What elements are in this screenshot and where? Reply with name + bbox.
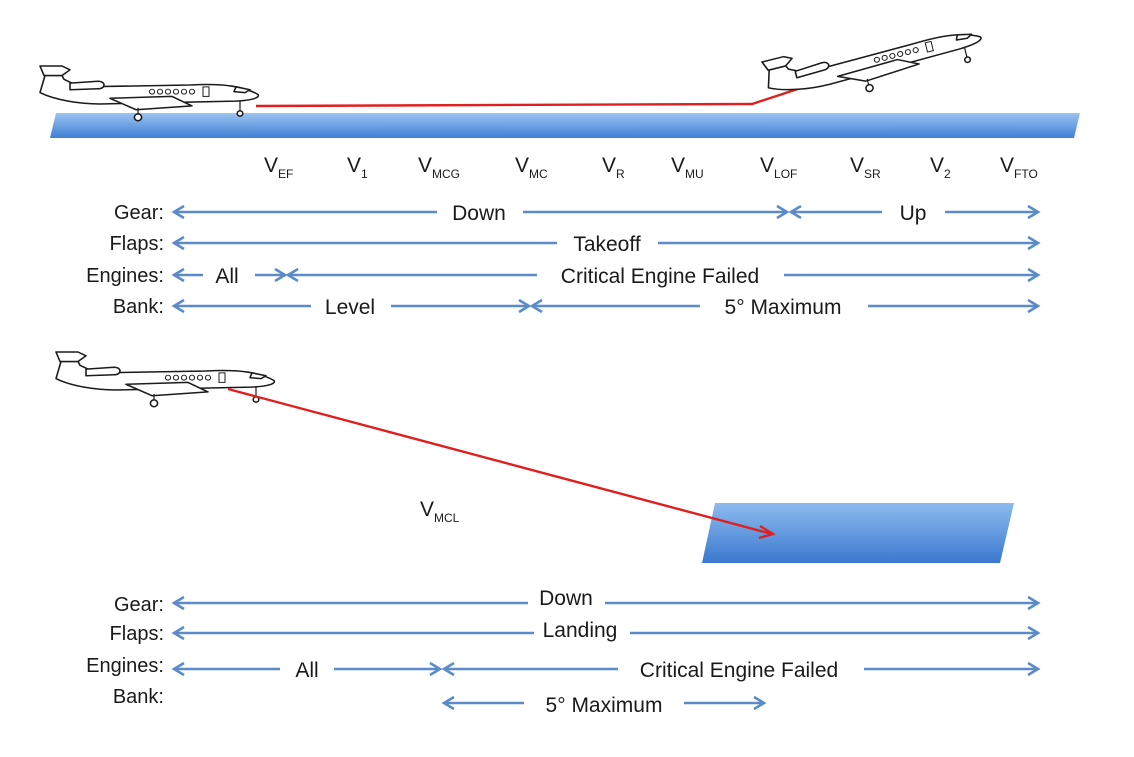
landing-gear-label: Gear: (114, 594, 164, 616)
speed-label-v-r: VR (602, 154, 625, 181)
speed-label-v-lof: VLOF (760, 154, 797, 181)
speed-label-v-mc: VMC (515, 154, 548, 181)
takeoff-flaps-takeoff-label: Takeoff (573, 233, 640, 256)
engines-all-arrow-landing (171, 661, 443, 677)
takeoff-engines-label: Engines: (86, 265, 164, 287)
speed-label-v-mcl: VMCL (420, 498, 460, 525)
takeoff-row-labels: Gear: Flaps: Engines: Bank: (86, 202, 164, 318)
landing-engines-all-label: All (295, 659, 318, 682)
landing-flaps-landing-label: Landing (543, 619, 618, 642)
landing-segment-labels: Down Landing All Critical Engine Failed … (295, 587, 838, 717)
takeoff-gear-up-label: Up (900, 202, 927, 225)
landing-approach-arrowhead (758, 524, 776, 540)
speed-label-v-2: V2 (930, 154, 951, 181)
landing-engines-failed-label: Critical Engine Failed (640, 659, 838, 682)
takeoff-bank-max-label: 5° Maximum (725, 296, 842, 319)
jet-aircraft-icon (761, 8, 988, 116)
speed-label-v-1: V1 (347, 154, 368, 181)
landing-bank-max-label: 5° Maximum (546, 694, 663, 717)
landing-range-arrows (171, 595, 1041, 711)
landing-gear-down-label: Down (539, 587, 593, 610)
landing-row-labels: Gear: Flaps: Engines: Bank: (86, 594, 164, 708)
takeoff-flight-path (255, 78, 826, 108)
landing-bank-label: Bank: (113, 686, 164, 708)
takeoff-flaps-label: Flaps: (110, 233, 164, 255)
landing-engines-label: Engines: (86, 655, 164, 677)
engines-failed-arrow-landing (441, 661, 1041, 677)
bank-level-arrow (171, 298, 532, 314)
engines-failed-arrow (285, 267, 1041, 283)
speed-label-v-sr: VSR (850, 154, 881, 181)
takeoff-bank-label: Bank: (113, 296, 164, 318)
gear-down-arrow-landing (171, 595, 1041, 611)
jet-aircraft-icon (39, 65, 260, 122)
takeoff-runway (50, 113, 1080, 138)
bank-max-arrow (529, 298, 1041, 314)
speed-label-v-mcg: VMCG (418, 154, 460, 181)
flaps-landing-arrow (171, 625, 1041, 641)
engines-all-arrow (171, 267, 288, 283)
takeoff-gear-down-label: Down (452, 202, 506, 225)
landing-section: VMCL Gear: Flaps: Engines: Bank: Down La… (55, 351, 1041, 717)
jet-aircraft-icon (55, 351, 276, 408)
takeoff-engines-failed-label: Critical Engine Failed (561, 265, 759, 288)
flaps-takeoff-arrow (171, 235, 1041, 251)
bank-max-arrow-landing (441, 695, 767, 711)
gear-up-arrow (788, 204, 1041, 220)
takeoff-speed-labels: VEF V1 VMCG VMC VR VMU VLOF VSR V2 VFTO (264, 154, 1038, 181)
speed-label-v-mu: VMU (671, 154, 704, 181)
speed-label-v-fto: VFTO (1000, 154, 1038, 181)
takeoff-section: VEF V1 VMCG VMC VR VMU VLOF VSR V2 VFTO Gear: Fla… (39, 8, 1080, 319)
takeoff-range-arrows (171, 204, 1041, 314)
speed-label-v-ef: VEF (264, 154, 293, 181)
landing-flaps-label: Flaps: (110, 623, 164, 645)
takeoff-gear-label: Gear: (114, 202, 164, 224)
takeoff-bank-level-label: Level (325, 296, 375, 319)
landing-approach-path (227, 387, 773, 536)
landing-runway (702, 503, 1014, 563)
gear-down-arrow (171, 204, 790, 220)
takeoff-segment-labels: Down Up Takeoff All Critical Engine Fail… (215, 202, 926, 319)
takeoff-engines-all-label: All (215, 265, 238, 288)
landing-speed-label: VMCL (420, 498, 460, 525)
